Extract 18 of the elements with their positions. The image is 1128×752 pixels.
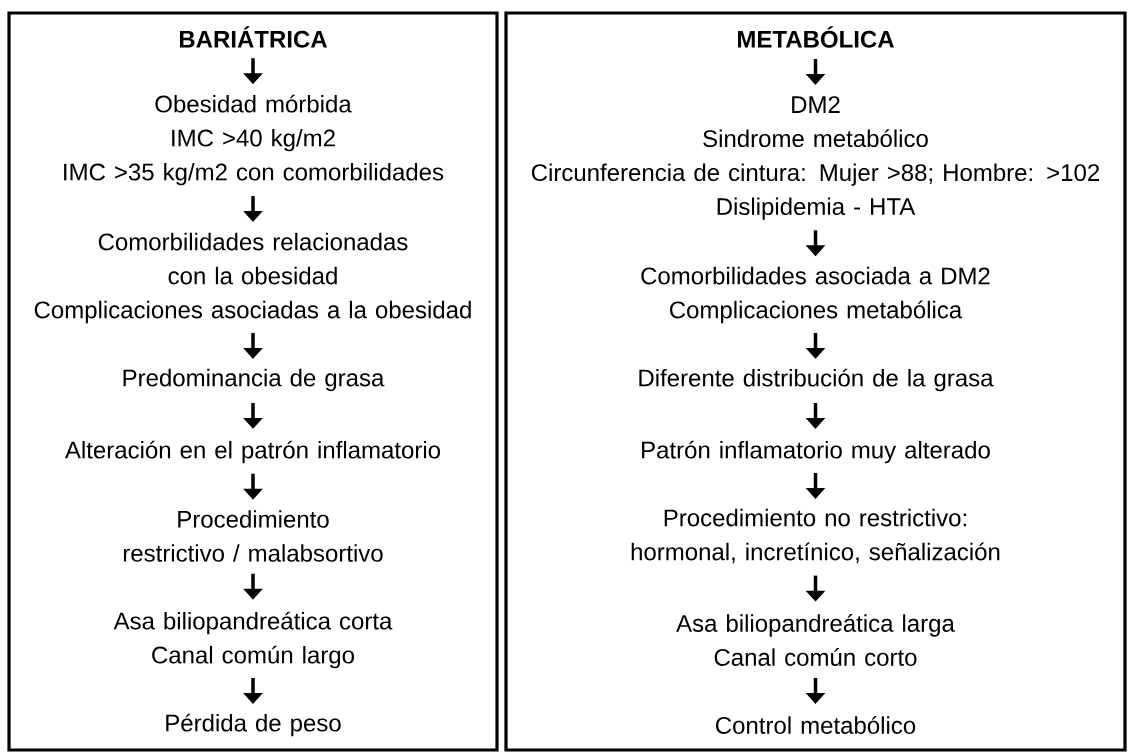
step-text: Asa biliopandreática corta Canal común largo [113, 611, 393, 669]
panel-box [504, 11, 1127, 752]
step-text: Pérdida de peso [166, 713, 341, 737]
step-text: Control metabólico [716, 716, 916, 734]
step-text: DM2 Sindrome metabólico Circunferencia de cintura: Mujer >88; Hombre: >102 Dislipidemia - HTA [531, 96, 1099, 220]
step-text: Obesidad mórbida IMC >40 kg/m2 IMC >35 kg/m2 con comorbilidades [64, 94, 444, 186]
panel-box [7, 11, 499, 752]
step-text: Procedimiento restrictivo / malabsortivo [123, 510, 383, 562]
step-text: Patrón inflamatorio muy alterado [642, 440, 990, 464]
step-text: Procedimiento no restrictivo: hormonal, incretínico, señalización [631, 508, 1000, 564]
step-text: Comorbilidades asociada a DM2 Complicaciones metabólica [641, 266, 990, 324]
heading: METABÓLICA [738, 26, 894, 48]
step-text: Asa biliopandreática larga Canal común corto [676, 614, 955, 666]
heading: BARIÁTRICA [179, 26, 327, 48]
step-text: Predominancia de grasa [123, 368, 385, 392]
step-text: Diferente distribución de la grasa [639, 368, 994, 392]
step-text: Alteración en el patrón inflamatorio [64, 440, 441, 464]
step-text: Comorbilidades relacionadas con la obesidad Complicaciones asociadas a la obesidad [34, 232, 471, 324]
